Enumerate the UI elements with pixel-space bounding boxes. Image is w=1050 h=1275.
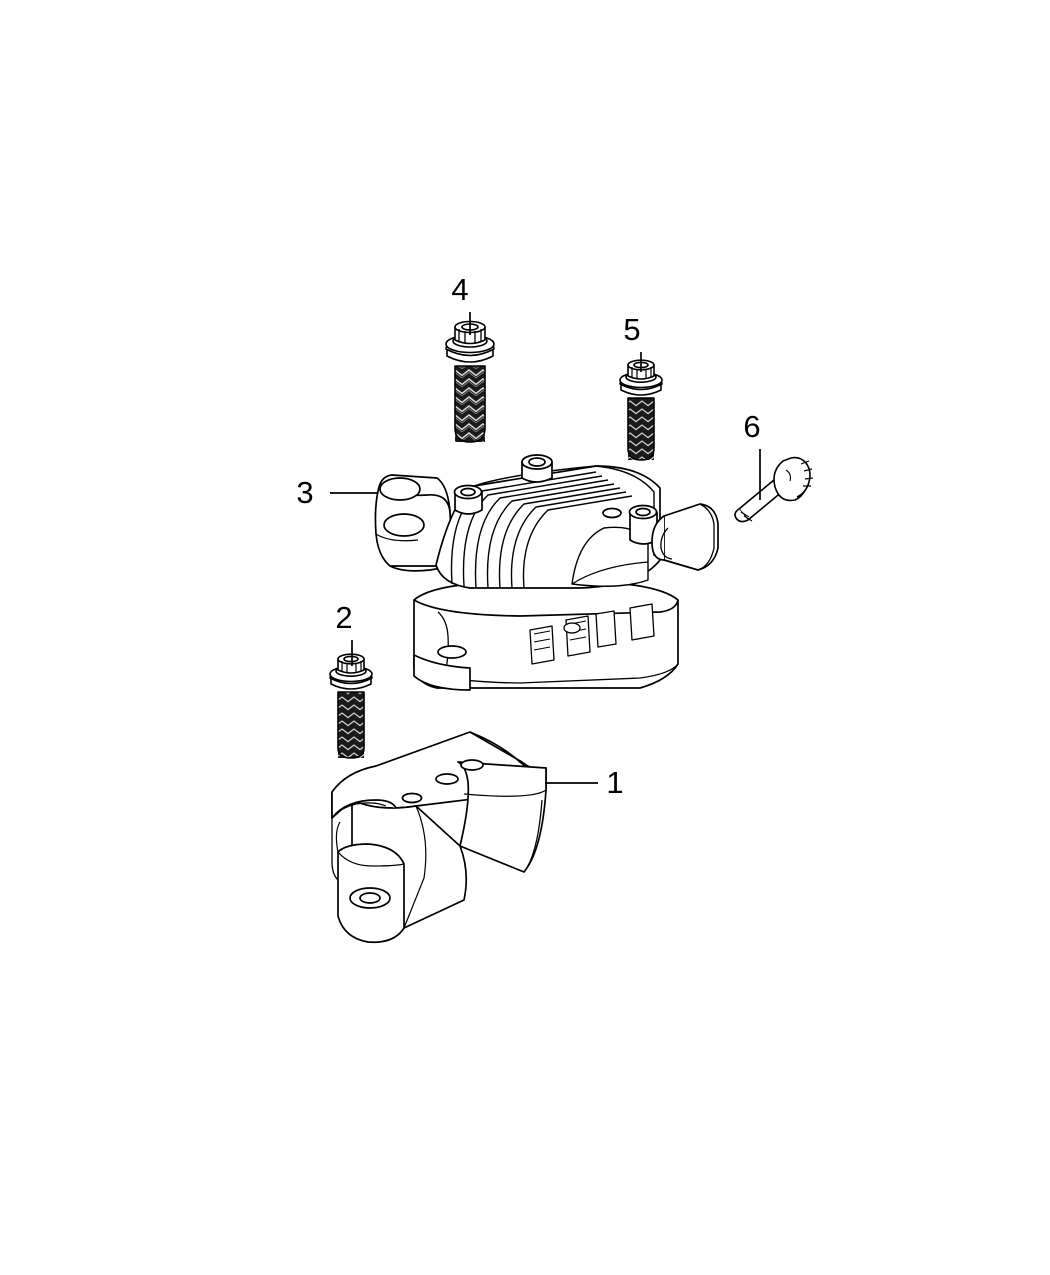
mount-lower-pockets (529, 603, 655, 665)
callout-number-1: 1 (606, 765, 623, 800)
mount-bushing-sleeve (651, 503, 719, 571)
part-mount-bracket[interactable] (331, 731, 547, 944)
callout-leader-lines (330, 312, 761, 784)
part-flange-bolt-medium[interactable] (619, 359, 663, 461)
bolt-shank (454, 365, 486, 443)
callout-number-2: 2 (335, 600, 352, 635)
mount-vent-hole (602, 507, 622, 519)
callout-number-5: 5 (623, 312, 640, 347)
mount-flange-plate (374, 474, 452, 572)
part-engine-mount-isolator[interactable] (374, 454, 719, 691)
bolt-shank (337, 691, 365, 759)
mount-foot-left (413, 645, 471, 691)
bracket-boss-cylinder (331, 818, 405, 944)
callout-number-4: 4 (451, 272, 468, 307)
mount-boss-left (453, 484, 483, 515)
bolt-shank (627, 397, 655, 461)
bolt-head (773, 456, 814, 502)
mount-boss-right (628, 504, 658, 545)
bolt-head (337, 653, 365, 674)
bracket-mounting-holes (401, 759, 484, 804)
part-flange-bolt-short[interactable] (329, 653, 373, 759)
bracket-notch (331, 792, 397, 819)
callout-number-3: 3 (296, 475, 313, 510)
callout-number-6: 6 (743, 409, 760, 444)
part-through-bolt[interactable] (734, 456, 814, 523)
mount-boss-center (521, 454, 553, 483)
